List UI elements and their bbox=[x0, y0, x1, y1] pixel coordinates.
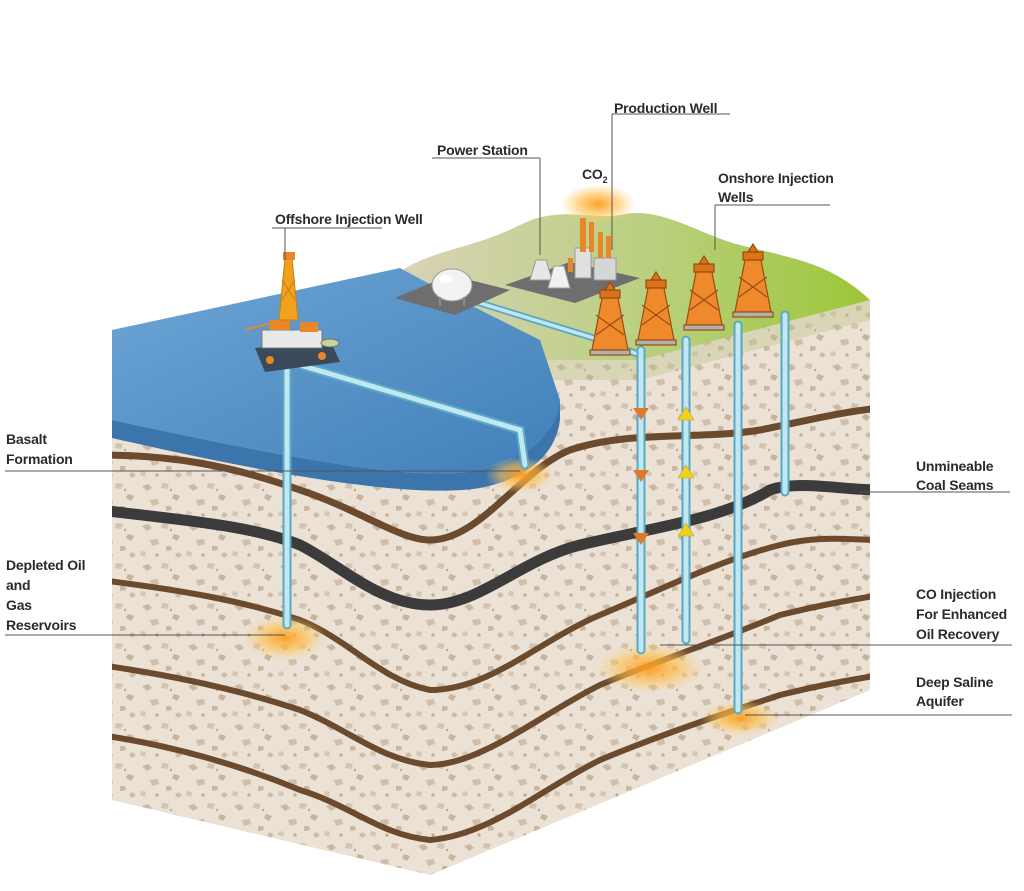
stratum-basalt bbox=[112, 404, 870, 544]
flow-arrows-up bbox=[677, 406, 695, 537]
label-offshore-injection-well: Offshore Injection Well bbox=[275, 211, 423, 227]
stratum-coal bbox=[112, 480, 870, 611]
label-basalt-1: Basalt bbox=[6, 431, 47, 447]
stratum-3 bbox=[112, 535, 870, 694]
glow-depleted bbox=[243, 616, 327, 660]
glow-basalt bbox=[485, 457, 555, 493]
derrick-2 bbox=[635, 270, 677, 346]
label-onshore-injection-2: Wells bbox=[718, 189, 754, 205]
label-depleted-4: Reservoirs bbox=[6, 617, 77, 633]
gas-storage-sphere bbox=[431, 268, 473, 306]
label-unmineable-2: Coal Seams bbox=[916, 477, 994, 493]
sea-surface bbox=[112, 268, 560, 474]
derrick-3 bbox=[683, 254, 725, 331]
offshore-rig bbox=[244, 252, 340, 372]
glow-saline bbox=[700, 700, 780, 736]
label-saline-1: Deep Saline bbox=[916, 674, 994, 690]
label-co2-main: CO bbox=[582, 166, 603, 182]
label-onshore-injection-1: Onshore Injection bbox=[718, 170, 834, 186]
label-co-injection-2: For Enhanced bbox=[916, 606, 1007, 622]
label-co2-subscript: 2 bbox=[602, 174, 608, 185]
onshore-derricks bbox=[589, 242, 774, 356]
label-power-station: Power Station bbox=[437, 142, 528, 158]
label-basalt-2: Formation bbox=[6, 451, 73, 467]
label-depleted-2: and bbox=[6, 577, 31, 593]
glow-co2-emission bbox=[560, 184, 636, 224]
label-unmineable-1: Unmineable bbox=[916, 458, 994, 474]
label-co-injection-1: CO Injection bbox=[916, 586, 997, 602]
glow-eor bbox=[595, 643, 705, 693]
flow-arrows-down bbox=[633, 408, 649, 545]
leader-lines bbox=[5, 113, 1012, 716]
label-saline-2: Aquifer bbox=[916, 693, 964, 709]
label-co-injection-3: Oil Recovery bbox=[916, 626, 1000, 642]
pipes bbox=[282, 296, 790, 715]
label-depleted-3: Gas bbox=[6, 597, 32, 613]
label-depleted-1: Depleted Oil bbox=[6, 557, 86, 573]
derrick-4 bbox=[732, 242, 774, 318]
derrick-1 bbox=[589, 280, 631, 356]
label-production-well: Production Well bbox=[614, 100, 718, 116]
power-station-buildings bbox=[529, 218, 617, 289]
stratum-4 bbox=[112, 592, 870, 769]
label-co2: CO2 bbox=[582, 165, 608, 189]
stratum-5 bbox=[112, 672, 870, 844]
